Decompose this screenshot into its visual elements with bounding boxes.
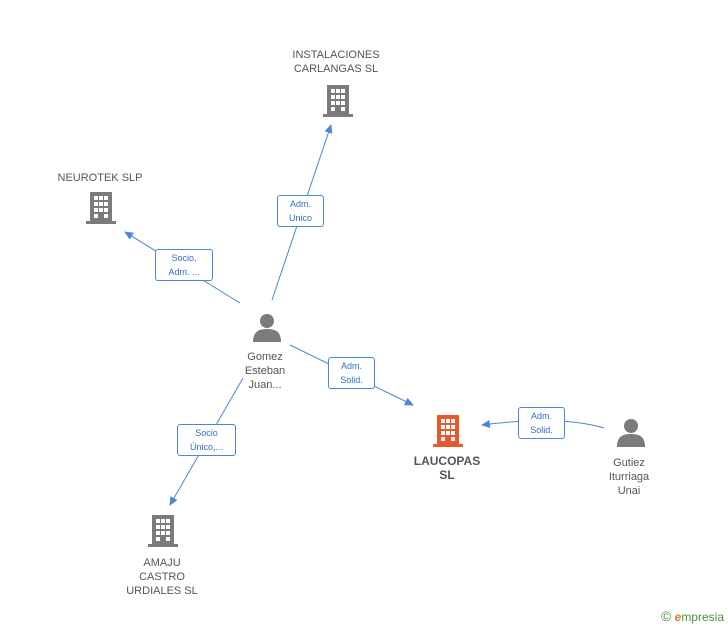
edge-label-line: Adm.: [340, 361, 362, 371]
edge-label-socio-unico[interactable]: Socio Único,...: [177, 424, 236, 456]
brand-initial: e: [674, 610, 682, 624]
edge-label-line: Socio,: [171, 253, 197, 263]
label-line: Gomez: [247, 351, 283, 363]
label-line: AMAJU: [143, 557, 181, 569]
label-line: URDIALES SL: [126, 585, 198, 597]
label-line: SL: [439, 468, 455, 482]
label-line: INSTALACIONES: [292, 49, 380, 61]
label-line: Iturriaga: [608, 471, 650, 483]
label-line: CARLANGAS SL: [293, 63, 379, 75]
edge-label-line: Adm.: [289, 199, 311, 209]
edge-label-adm-solid-2[interactable]: Adm. Solid.: [518, 407, 565, 439]
building-icon[interactable]: [323, 85, 353, 117]
person-icon[interactable]: [253, 314, 281, 342]
edge-label-line: Unico: [288, 213, 312, 223]
label-line: CASTRO: [139, 571, 185, 583]
edge-label-line: Solid.: [340, 375, 363, 385]
edge-label-adm-solid-1[interactable]: Adm. Solid.: [328, 357, 375, 389]
node-label-gutiez[interactable]: Gutiez Iturriaga Unai: [589, 456, 669, 498]
node-label-gomez[interactable]: Gomez Esteban Juan...: [225, 350, 305, 392]
edge-label-line: Adm.: [530, 411, 552, 421]
label-line: Unai: [617, 485, 641, 497]
label-line: Esteban: [244, 365, 286, 377]
brand-text: mpresia: [681, 610, 724, 624]
node-label-neurotek[interactable]: NEUROTEK SLP: [40, 171, 160, 185]
label-line: Gutiez: [613, 457, 645, 469]
label-line: LAUCOPAS: [413, 454, 481, 468]
edge-label-line: Adm. ...: [168, 267, 200, 277]
edge-label-line: Único,...: [189, 442, 223, 452]
edge-label-adm-unico[interactable]: Adm. Unico: [277, 195, 324, 227]
edge-label-line: Socio: [195, 428, 218, 438]
building-icon[interactable]: [86, 192, 116, 224]
person-icon[interactable]: [617, 419, 645, 447]
node-label-instalaciones[interactable]: INSTALACIONES CARLANGAS SL: [270, 48, 402, 76]
node-label-laucopas[interactable]: LAUCOPAS SL: [397, 454, 497, 482]
edge-label-socio-adm[interactable]: Socio, Adm. ...: [155, 249, 213, 281]
edge-label-line: Solid.: [530, 425, 553, 435]
copyright-symbol: ©: [660, 608, 672, 624]
building-icon[interactable]: [433, 415, 463, 447]
label-line: Juan...: [248, 379, 282, 391]
empresia-logo[interactable]: © empresia: [661, 608, 724, 624]
building-icon[interactable]: [148, 515, 178, 547]
label-line: NEUROTEK SLP: [57, 172, 143, 184]
node-label-amaju[interactable]: AMAJU CASTRO URDIALES SL: [112, 556, 212, 598]
